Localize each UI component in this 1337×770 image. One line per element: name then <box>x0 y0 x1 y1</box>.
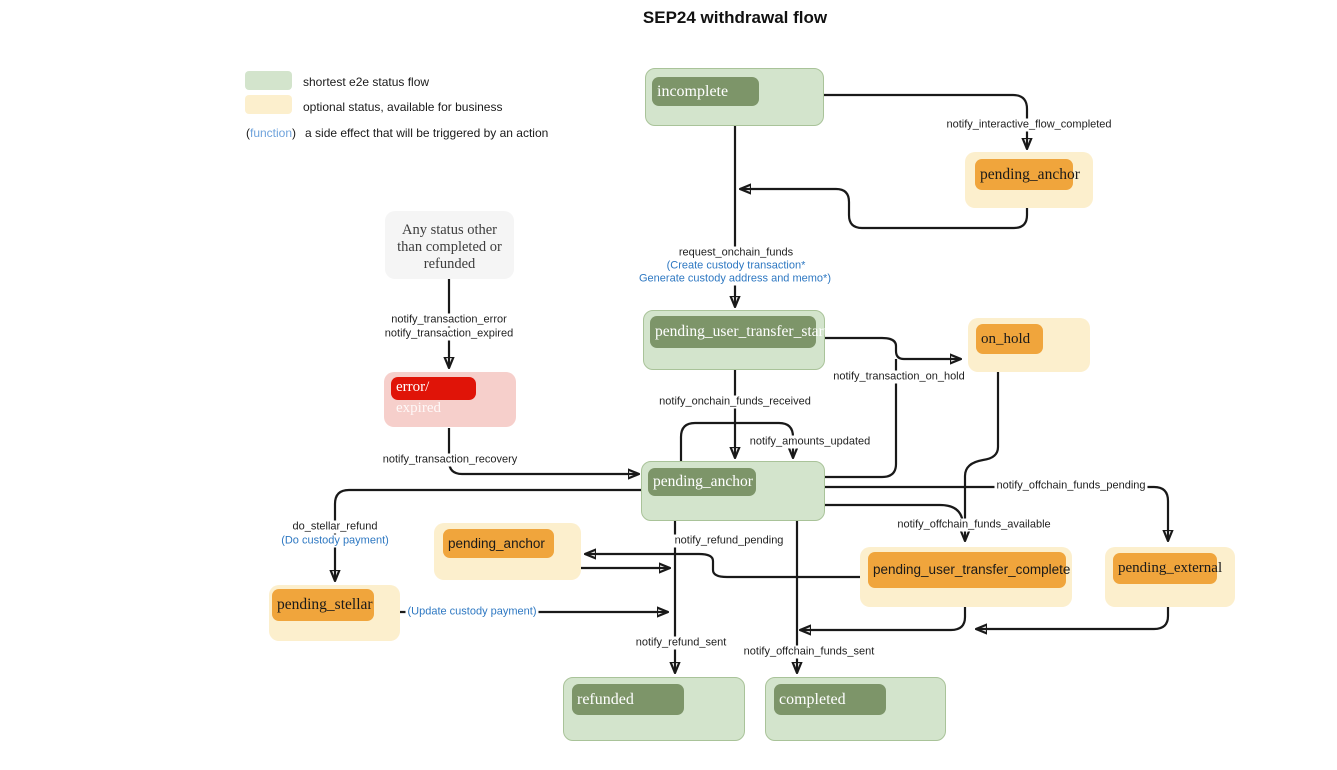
edge-do-stellar-refund <box>335 488 641 581</box>
legend-yellow-label: optional status, available for business <box>303 100 503 114</box>
node-completed-label: completed <box>774 684 886 715</box>
error-line2: expired <box>396 400 441 416</box>
node-pending-user-transfer-start-label: pending_user_transfer_start <box>650 316 828 348</box>
edge-transfer-start-to-on-hold <box>823 336 961 359</box>
any-status-line1: Any status other <box>401 222 498 238</box>
edge-label-generate-custody-address: Generate custody address and memo*) <box>637 272 833 286</box>
any-status-line3: refunded <box>423 256 476 272</box>
legend-green-swatch <box>245 71 292 90</box>
edge-label-create-custody-transaction: (Create custody transaction* <box>664 259 808 273</box>
node-pending-stellar-label: pending_stellar <box>272 589 374 621</box>
edge-pending-anchor-top-return <box>740 189 1029 230</box>
edge-error-to-pending-anchor <box>447 428 639 474</box>
legend-yellow-swatch <box>245 95 292 114</box>
edge-label-notify-onchain-funds-received: notify_onchain_funds_received <box>657 395 813 409</box>
node-completed: completed <box>765 677 946 741</box>
legend-paren-open: ( <box>246 126 250 140</box>
edge-transfer-complete-to-anchor-refund <box>585 554 860 579</box>
edge-on-hold-to-transfer-complete <box>965 372 1000 541</box>
edge-pending-external-merge <box>976 607 1170 629</box>
node-any-status: Any status other than completed or refun… <box>385 211 514 279</box>
legend-function-label: a side effect that will be triggered by … <box>305 126 549 140</box>
edge-label-notify-transaction-on-hold: notify_transaction_on_hold <box>831 370 967 384</box>
node-error-expired: error/ expired <box>384 372 516 427</box>
edge-label-notify-interactive-flow-completed: notify_interactive_flow_completed <box>944 118 1114 132</box>
node-incomplete-label: incomplete <box>652 77 759 106</box>
node-pending-user-transfer-complete-label: pending_user_transfer_complete <box>868 552 1070 588</box>
node-pending-anchor-refund: pending_anchor <box>434 523 581 580</box>
node-pending-anchor-mid: pending_anchor <box>641 461 825 521</box>
legend-function-row: (function) a side effect that will be tri… <box>246 126 548 140</box>
node-pending-anchor-top-label: pending_anchor <box>975 159 1080 190</box>
legend-paren-close: ) <box>292 126 297 140</box>
edge-label-notify-transaction-expired: notify_transaction_expired <box>382 327 516 341</box>
node-pending-external: pending_external <box>1105 547 1235 607</box>
error-line1: error/ <box>396 379 430 395</box>
edge-incomplete-to-pending-anchor-top <box>822 93 1027 149</box>
edge-label-update-custody-payment: (Update custody payment) <box>405 605 539 619</box>
node-pending-user-transfer-start: pending_user_transfer_start <box>643 310 828 370</box>
edge-label-notify-offchain-funds-available: notify_offchain_funds_available <box>895 518 1053 532</box>
node-refunded: refunded <box>563 677 745 741</box>
any-status-line2: than completed or <box>397 239 502 255</box>
edge-label-do-custody-payment: (Do custody payment) <box>279 534 391 548</box>
node-pending-anchor-mid-label: pending_anchor <box>648 468 756 496</box>
node-refunded-label: refunded <box>572 684 684 715</box>
node-pending-stellar: pending_stellar <box>269 585 400 641</box>
edge-label-notify-amounts-updated: notify_amounts_updated <box>747 435 873 449</box>
legend-function-word: function <box>250 126 293 140</box>
node-pending-external-label: pending_external <box>1113 553 1222 584</box>
diagram-title: SEP24 withdrawal flow <box>642 8 828 27</box>
edge-label-notify-refund-sent: notify_refund_sent <box>633 636 729 650</box>
edge-label-notify-transaction-error: notify_transaction_error <box>389 313 509 327</box>
edge-label-notify-offchain-funds-sent: notify_offchain_funds_sent <box>741 645 877 659</box>
node-incomplete: incomplete <box>645 68 824 126</box>
legend-green-label: shortest e2e status flow <box>303 75 430 89</box>
edge-label-request-onchain-funds: request_onchain_funds <box>676 246 796 260</box>
node-on-hold: on_hold <box>968 318 1090 372</box>
node-pending-user-transfer-complete: pending_user_transfer_complete <box>860 547 1072 607</box>
edge-label-notify-refund-pending: notify_refund_pending <box>672 534 786 548</box>
edge-label-notify-transaction-recovery: notify_transaction_recovery <box>380 453 520 467</box>
edge-pending-anchor-to-pending-external <box>823 485 1168 541</box>
edge-label-notify-offchain-funds-pending: notify_offchain_funds_pending <box>994 479 1148 493</box>
edge-transfer-complete-merge <box>800 607 967 630</box>
node-pending-anchor-refund-label: pending_anchor <box>443 529 554 558</box>
edge-on-hold-branch-to-pending-anchor <box>825 359 898 479</box>
edge-label-do-stellar-refund: do_stellar_refund <box>290 520 380 534</box>
node-pending-anchor-top: pending_anchor <box>965 152 1093 208</box>
node-error-expired-label: error/ expired <box>391 377 476 416</box>
edge-amounts-updated-loop <box>679 421 793 461</box>
node-on-hold-label: on_hold <box>976 324 1043 354</box>
